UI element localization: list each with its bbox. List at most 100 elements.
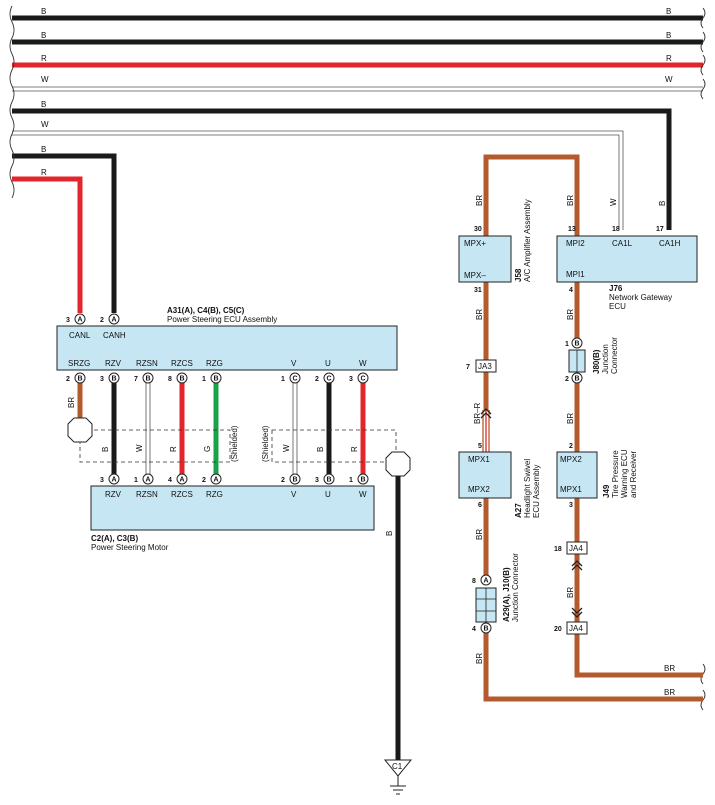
label-ca1h: B <box>658 201 667 206</box>
amp-desc: A/C Amplifier Assembly <box>523 199 532 282</box>
amp-pin-bottom: 31 <box>474 287 482 294</box>
motor-desc: Power Steering Motor <box>91 543 169 552</box>
ecu-motor-wires <box>77 378 366 478</box>
bus-label-3r: R <box>666 54 672 63</box>
a29-conn-top: A <box>484 578 489 585</box>
tpw-pin-bottom: 3 <box>569 502 573 509</box>
ecu-pin-num-srzg: 2 <box>66 376 70 383</box>
ecu-label-v: V <box>291 359 297 368</box>
ja4a-pin: 18 <box>554 546 562 553</box>
label-amp-in: BR <box>475 195 484 206</box>
ecu-bottom-pins: B 2 B 3 B 7 B 8 B 1 C 1 C 2 C 3 <box>66 372 369 384</box>
a29-junction-connector: A 8 B 4 A29(A), J10(B) Junction Connecto… <box>472 553 520 634</box>
label-u-wire: B <box>316 447 325 452</box>
swivel-desc1: Headlight Swivel <box>523 459 532 518</box>
drain-octagon-left <box>67 417 93 443</box>
j80-desc1: Junction <box>601 344 610 374</box>
gw-label-mpi2: MPI2 <box>566 239 585 248</box>
label-shielded-right: (Shielded) <box>261 425 270 462</box>
motor-label-rzsn: RZSN <box>136 490 158 499</box>
label-bus-br2: BR <box>664 688 675 697</box>
ja4a-label: JA4 <box>569 544 583 553</box>
motor-pin-num-v: 2 <box>281 477 285 484</box>
swivel-name: A27 <box>514 503 523 518</box>
swivel-label-top: MPX1 <box>468 455 490 464</box>
tpw-name: J49 <box>602 484 611 498</box>
amp-name: J58 <box>514 268 523 282</box>
label-v-wire: W <box>282 444 291 452</box>
ecu-label-rzsn: RZSN <box>136 359 158 368</box>
ecu-label-srzg: SRZG <box>68 359 90 368</box>
bus-label-3: R <box>41 54 47 63</box>
ecu-label-canh: CANH <box>103 331 126 340</box>
tpw-desc3: and Receiver <box>629 451 638 498</box>
amp-pin-top: 30 <box>474 226 482 233</box>
bus-label-4r: W <box>665 75 673 84</box>
label-a29-out: BR <box>475 653 484 664</box>
ecu-label-rzv: RZV <box>105 359 122 368</box>
a29-conn-bottom: B <box>484 626 489 633</box>
label-tpw-out: BR <box>566 587 575 598</box>
motor-label-v: V <box>291 490 297 499</box>
label-ground-wire: B <box>385 531 394 536</box>
tpw-pin-top: 2 <box>569 443 573 450</box>
gw-label-ca1l: CA1L <box>612 239 633 248</box>
shield-boxes <box>79 429 397 463</box>
j80-pin-top: 1 <box>565 341 569 348</box>
ecu-pin-conn-rzsn: B <box>146 376 151 383</box>
label-gw-out: BR <box>566 309 575 320</box>
label-mpi2: BR <box>566 195 575 206</box>
swivel-desc2: ECU Assembly <box>532 465 541 518</box>
gw-desc2: ECU <box>609 302 626 311</box>
bus-label-1: B <box>41 7 46 16</box>
ja4b-pin: 20 <box>554 626 562 633</box>
label-shielded-left: (Shielded) <box>230 425 239 462</box>
ecu-pin-num-rzcs: 8 <box>168 376 172 383</box>
motor-pin-conn-rzg: A <box>214 477 219 484</box>
motor-pin-num-rzsn: 1 <box>134 477 138 484</box>
gw-pin-1: 13 <box>568 226 576 233</box>
gw-name: J76 <box>609 284 623 293</box>
power-steering-motor: RZV RZSN RZCS RZG V U W C2(A), C3(B) Pow… <box>90 485 375 552</box>
label-swivel-out: BR <box>475 529 484 540</box>
ecu-label-u: U <box>325 359 331 368</box>
ecu-desc: Power Steering ECU Assembly <box>167 315 277 324</box>
tpw-desc1: Tire Pressure <box>611 450 620 498</box>
bus-wires <box>12 15 703 313</box>
label-j80-out: BR <box>566 413 575 424</box>
swivel-pin-bottom: 6 <box>478 502 482 509</box>
motor-pin-conn-w: B <box>361 477 366 484</box>
gw-pin-bottom: 4 <box>569 287 573 294</box>
bus-label-2r: B <box>666 31 671 40</box>
right-break-marks <box>700 7 706 711</box>
motor-pin-num-rzv: 3 <box>100 477 104 484</box>
ecu-pin-conn-w: C <box>361 376 366 383</box>
j80-desc2: Connector <box>610 337 619 374</box>
tire-pressure-ecu: MPX2 MPX1 2 3 J49 Tire Pressure Warning … <box>556 443 638 509</box>
gw-desc1: Network Gateway <box>609 293 672 302</box>
ecu-motor-wire-labels: BR B W R G (Shielded) (Shielded) W B R B <box>67 397 394 536</box>
ja3-connector: JA3 7 <box>466 359 497 373</box>
drain-octagon-right <box>385 451 411 477</box>
ecu-pin-num-rzg: 1 <box>202 376 206 383</box>
a29-desc: Junction Connector <box>511 553 520 622</box>
ecu-top-pin-num-1: 3 <box>66 317 70 324</box>
ecu-label-rzcs: RZCS <box>171 359 193 368</box>
ac-amplifier: MPX+ MPX– 30 31 J58 A/C Amplifier Assemb… <box>458 199 532 294</box>
j80-conn-bottom: B <box>575 376 580 383</box>
ecu-pin-num-rzv: 3 <box>100 376 104 383</box>
tpw-desc2: Warning ECU <box>620 449 629 498</box>
ja3-label: JA3 <box>478 362 492 371</box>
bus-label-7: B <box>41 145 46 154</box>
motor-label-rzv: RZV <box>105 490 122 499</box>
tpw-label-top: MPX2 <box>560 455 582 464</box>
motor-name: C2(A), C3(B) <box>91 534 138 543</box>
ecu-pin-conn-rzv: B <box>112 376 117 383</box>
power-steering-ecu: A31(A), C4(B), C5(C) Power Steering ECU … <box>56 306 398 371</box>
gw-pin-3: 17 <box>656 226 664 233</box>
a29-name: A29(A), J10(B) <box>502 567 511 622</box>
amp-label-top: MPX+ <box>464 239 486 248</box>
j80-conn-top: B <box>575 341 580 348</box>
motor-pin-num-rzg: 2 <box>202 477 206 484</box>
